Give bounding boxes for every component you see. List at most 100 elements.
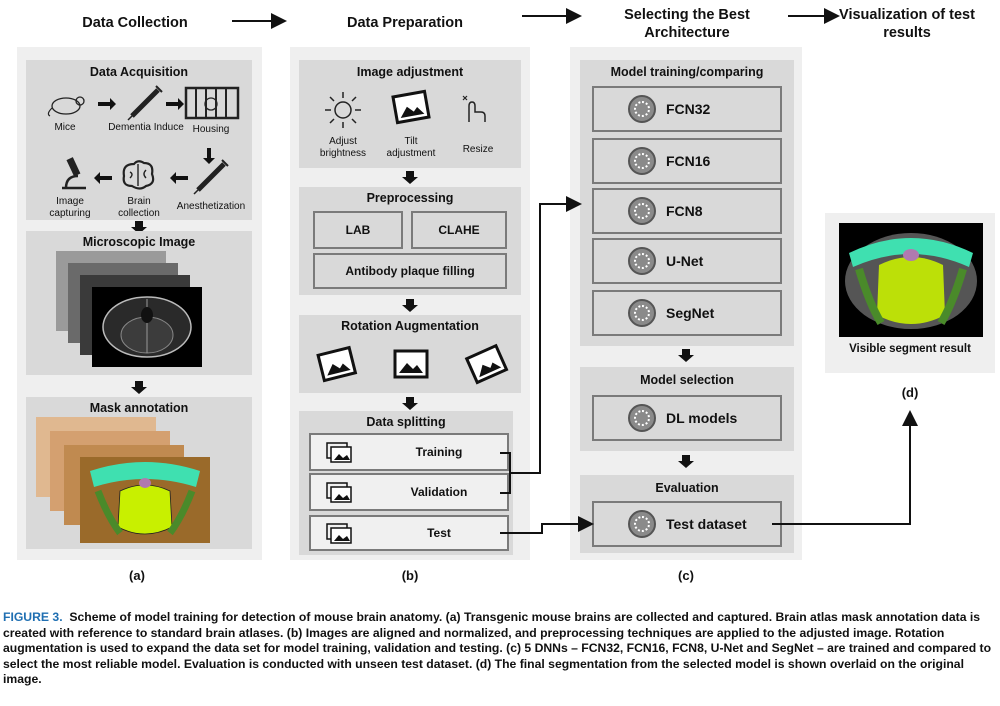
antibody-plaque-box: Antibody plaque filling: [313, 253, 507, 289]
step-housing: Housing: [192, 124, 230, 135]
model-selection-block: Model selection DL models: [580, 367, 794, 451]
stage-title-collection: Data Collection: [82, 15, 188, 31]
image-stack-icon: [326, 482, 352, 503]
split-training: Training: [309, 433, 509, 471]
syringe-icon: [127, 85, 163, 121]
model-segnet-label: SegNet: [666, 305, 715, 321]
figure-caption: FIGURE 3. Scheme of model training for d…: [3, 610, 1000, 688]
model-fcn8-label: FCN8: [666, 203, 703, 219]
panel-collection: Data Acquisition Mice Dementia Induce Ho…: [17, 47, 262, 560]
network-icon: [628, 510, 656, 538]
network-icon: [628, 247, 656, 275]
model-fcn16: FCN16: [592, 138, 782, 184]
anesthetic-syringe-icon: [193, 159, 229, 195]
mask-annotation-title: Mask annotation: [89, 401, 189, 415]
network-icon: [628, 404, 656, 432]
split-training-label: Training: [415, 445, 463, 459]
panel-letter-d: (d): [901, 385, 919, 400]
panel-visualization: Visible segment result: [825, 213, 995, 373]
network-icon: [628, 147, 656, 175]
rotated-images-icons: [316, 343, 509, 385]
evaluation-title: Evaluation: [655, 481, 719, 495]
data-acquisition-title: Data Acquisition: [89, 65, 189, 79]
stage-arrows: [232, 8, 840, 29]
connector-arrows: [500, 196, 918, 534]
stage-title-architecture: Selecting the Best Architecture: [624, 7, 750, 41]
preprocessing-block: Preprocessing LAB CLAHE Antibody plaque …: [299, 187, 521, 295]
arrow-down-c2: [678, 455, 694, 468]
data-acquisition-block: Data Acquisition Mice Dementia Induce Ho…: [26, 60, 252, 220]
model-segnet: SegNet: [592, 290, 782, 336]
model-fcn8: FCN8: [592, 188, 782, 234]
split-validation-label: Validation: [410, 485, 468, 499]
model-fcn32-label: FCN32: [666, 101, 711, 117]
step-dementia: Dementia Induce: [108, 122, 184, 133]
network-icon: [628, 197, 656, 225]
evaluation-block: Evaluation Test dataset: [580, 475, 794, 553]
step-mice: Mice: [54, 122, 76, 133]
arrow-down-c1: [678, 349, 694, 362]
network-icon: [628, 95, 656, 123]
split-validation: Validation: [309, 473, 509, 511]
brightness-icon: [325, 92, 361, 128]
arrow-down-b1: [402, 171, 418, 184]
panel-letter-a: (a): [129, 568, 145, 583]
image-stack-icon: [326, 442, 352, 463]
model-training-block: Model training/comparing FCN32 FCN16 FCN…: [580, 60, 794, 346]
arrow-down-b3: [402, 397, 418, 410]
mask-image: [90, 462, 200, 536]
test-dataset-box: Test dataset: [592, 501, 782, 547]
split-test: Test: [309, 515, 509, 551]
tilt-adjustment-label: Tilt adjustment: [386, 136, 436, 159]
panel-preparation: Image adjustment Adjust brightness Tilt …: [290, 47, 530, 560]
model-fcn32: FCN32: [592, 86, 782, 132]
model-fcn16-label: FCN16: [666, 153, 711, 169]
dl-models-box: DL models: [592, 395, 782, 441]
lab-box: LAB: [313, 211, 403, 249]
stage-title-preparation: Data Preparation: [346, 15, 464, 31]
rotation-augmentation-block: Rotation Augmentation: [299, 315, 521, 393]
tilt-image-icon: [391, 89, 431, 125]
figure-caption-text: Scheme of model training for detection o…: [3, 610, 992, 687]
microscopic-image-title: Microscopic Image: [82, 235, 196, 249]
data-splitting-title: Data splitting: [366, 415, 446, 429]
mouse-icon: [47, 96, 85, 117]
figure-caption-label: FIGURE 3.: [3, 610, 63, 624]
image-adjustment-title: Image adjustment: [356, 65, 464, 79]
image-stack-icon: [326, 523, 352, 544]
microscope-icon: [62, 157, 86, 190]
brain-icon: [122, 160, 155, 190]
resize-label: Resize: [462, 144, 494, 155]
arrow-down-a1: [131, 221, 147, 234]
mask-layer-4: [80, 457, 210, 543]
clahe-box: CLAHE: [411, 211, 507, 249]
step-brain-collection: Brain collection: [118, 196, 160, 219]
cage-icon: [184, 86, 240, 120]
microscope-slide-4: [92, 287, 202, 367]
mask-annotation-block: Mask annotation: [26, 397, 252, 549]
stage-title-visualization: Visualization of test results: [839, 7, 975, 41]
model-unet-label: U-Net: [666, 253, 704, 269]
resize-gesture-icon: [462, 95, 486, 122]
network-icon: [628, 299, 656, 327]
panel-letter-b: (b): [401, 568, 419, 583]
arrow-down-b2: [402, 299, 418, 312]
data-splitting-block: Data splitting Training Validation Test: [299, 411, 513, 555]
arrow-down-a2: [131, 381, 147, 394]
preprocessing-title: Preprocessing: [366, 191, 454, 205]
step-anesthetization: Anesthetization: [176, 201, 246, 212]
segment-overlay: [845, 233, 977, 329]
model-unet: U-Net: [592, 238, 782, 284]
step-image-capturing: Image capturing: [49, 196, 91, 219]
rotation-augmentation-title: Rotation Augmentation: [341, 319, 479, 333]
model-training-title: Model training/comparing: [610, 65, 764, 79]
split-test-label: Test: [427, 526, 451, 540]
model-selection-title: Model selection: [640, 373, 734, 387]
adjust-brightness-label: Adjust brightness: [319, 136, 367, 159]
image-adjustment-block: Image adjustment Adjust brightness Tilt …: [299, 60, 521, 168]
test-dataset-label: Test dataset: [666, 516, 747, 532]
microscopic-image-block: Microscopic Image: [26, 231, 252, 375]
dl-models-label: DL models: [666, 410, 738, 426]
visible-segment-label: Visible segment result: [849, 343, 971, 355]
panel-letter-c: (c): [678, 568, 694, 583]
